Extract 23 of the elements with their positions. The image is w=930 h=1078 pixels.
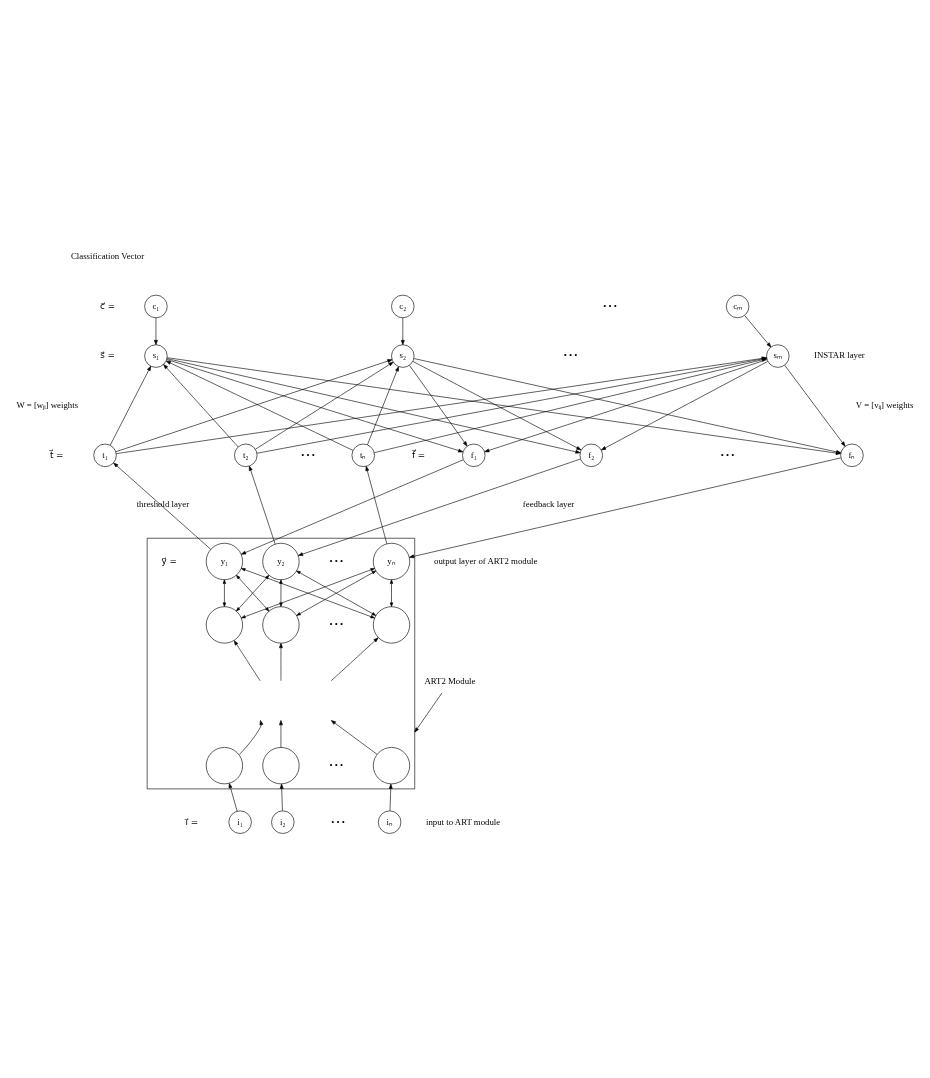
label: Classification Vector — [70, 250, 145, 261]
label: • • • — [603, 300, 617, 311]
label: i⃗ = — [185, 816, 199, 826]
label: • • • — [329, 555, 344, 566]
label: INSTAR layer — [814, 349, 865, 360]
label: • • • — [329, 618, 344, 629]
label: s⃗ = — [100, 349, 115, 360]
label: feedback layer — [522, 498, 575, 509]
node-text: ART2 Module — [424, 675, 476, 686]
label: y⃗ = — [161, 555, 177, 566]
label: W = [wⱼᵢ] weights — [16, 399, 79, 410]
label: input to ART module — [426, 816, 501, 826]
label: output layer of ART2 module — [434, 555, 538, 566]
label: • • • — [331, 816, 345, 826]
label: • • • — [329, 759, 344, 770]
label: • • • — [301, 449, 315, 460]
label: f⃗ = — [411, 449, 426, 460]
label: • • • — [720, 449, 735, 460]
label: • • • — [563, 349, 578, 360]
label: V = [vᵢⱼ] weights — [855, 399, 914, 410]
label: t⃗ = — [49, 449, 64, 460]
label: threshold layer — [136, 498, 190, 509]
label: c⃗ = — [100, 300, 116, 311]
